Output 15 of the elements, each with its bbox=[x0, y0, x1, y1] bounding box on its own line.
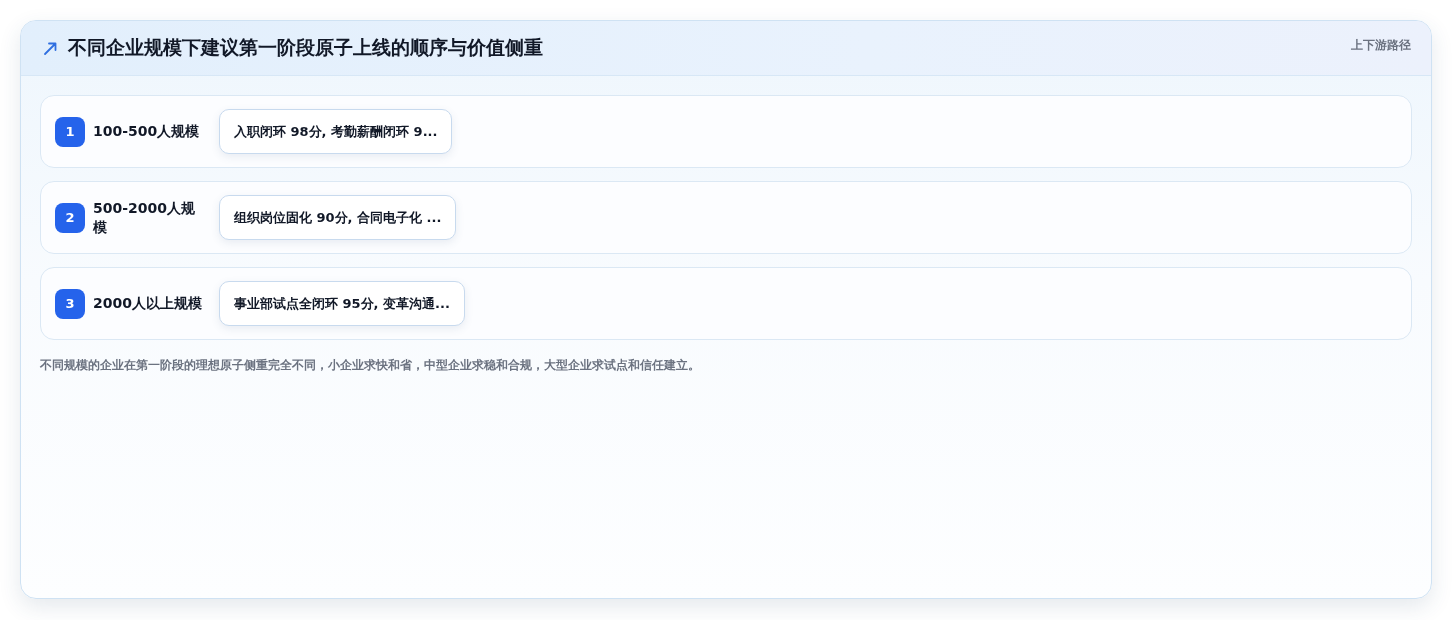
step-number: 3 bbox=[55, 288, 85, 319]
scale-label: 100-500人规模 bbox=[93, 122, 201, 141]
step-number: 1 bbox=[55, 116, 85, 147]
header-note: 上下游路径 bbox=[1351, 37, 1411, 54]
caption-text: 不同规模的企业在第一阶段的理想原子侧重完全不同，小企业求快和省，中型企业求稳和合规，大型企业求试点和信任建立。 bbox=[40, 357, 701, 374]
atom-tag: 事业部试点全闭环 95分, 变革沟通... bbox=[219, 281, 465, 326]
scale-label: 500-2000人规模 bbox=[93, 199, 196, 236]
panel-title: 不同企业规模下建议第一阶段原子上线的顺序与价值侧重 bbox=[68, 35, 543, 60]
atom-tag: 入职闭环 98分, 考勤薪酬闭环 9... bbox=[219, 109, 453, 154]
scale-row-card bbox=[40, 267, 1412, 340]
scale-label: 2000人以上规模 bbox=[93, 294, 203, 313]
scale-row-card bbox=[40, 95, 1412, 168]
scale-row-card bbox=[40, 181, 1412, 254]
step-number: 2 bbox=[55, 202, 85, 233]
atom-tag: 组织岗位固化 90分, 合同电子化 ... bbox=[219, 195, 457, 240]
